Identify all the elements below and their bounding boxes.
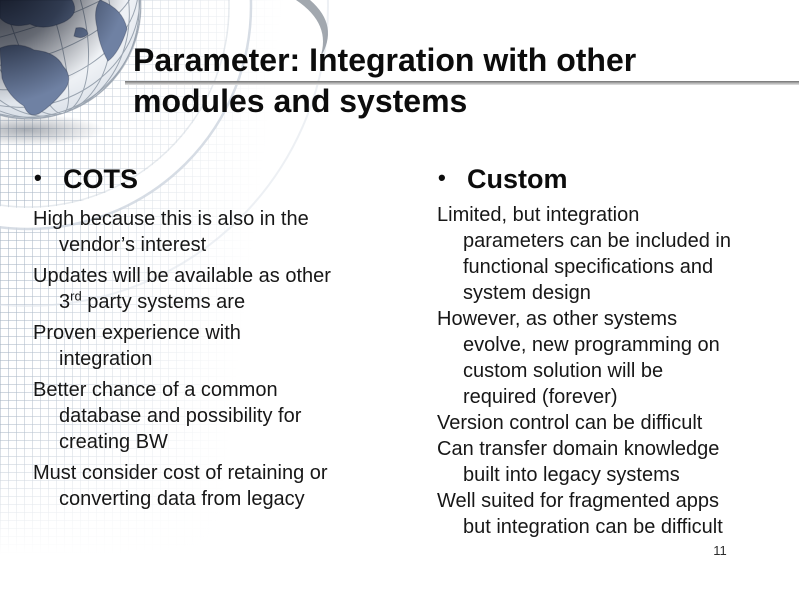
custom-heading: • Custom [437,162,797,196]
ordinal-number: 3 [59,291,71,313]
body-line: Proven experience with [33,322,241,344]
body-line: converting data from legacy [59,488,305,510]
globe-icon [0,0,142,146]
body-line: custom solution will be [463,360,664,382]
custom-paragraph: Well suited for fragmented apps but inte… [437,488,797,540]
body-line: Can transfer domain knowledge [437,438,720,460]
body-line: Version control can be difficult [437,412,703,434]
custom-paragraph: Version control can be difficult [437,410,797,436]
body-line: system design [463,282,591,304]
column-custom: • Custom Limited, but integration parame… [437,162,797,540]
body-line: parameters can be included in [463,230,731,252]
body-line: database and possibility for [59,405,302,427]
page-title: Parameter: Integration with other module… [133,40,788,122]
cots-paragraph: Updates will be available as other 3rd p… [33,263,425,315]
body-line: integration [59,348,153,370]
body-line: Limited, but integration [437,204,640,226]
custom-paragraph: Can transfer domain knowledge built into… [437,436,797,488]
body-line: However, as other systems [437,308,678,330]
body-line: Better chance of a common [33,379,278,401]
title-divider-line [125,81,799,85]
ordinal-superscript: rd [70,288,82,304]
page-title-line2: modules and systems [133,83,468,119]
body-line: High because this is also in the [33,208,309,230]
page-number: 11 [713,543,727,558]
body-line: 3rd party systems are [33,289,425,315]
cots-heading: • COTS [33,162,425,196]
body-line: but integration can be difficult [463,516,723,538]
body-line: evolve, new programming on [463,334,720,356]
cots-heading-label: COTS [63,164,139,194]
body-line: Well suited for fragmented apps [437,490,720,512]
custom-paragraph: However, as other systems evolve, new pr… [437,306,797,410]
body-line: creating BW [59,431,168,453]
body-line-rest: party systems are [81,291,246,313]
cots-paragraph: Must consider cost of retaining or conve… [33,460,425,512]
body-line: functional specifications and [463,256,714,278]
body-line: vendor’s interest [59,234,207,256]
bullet-icon: • [438,165,446,190]
page-title-line1: Parameter: Integration with other [133,42,637,78]
cots-paragraph: Proven experience with integration [33,320,425,372]
custom-paragraph: Limited, but integration parameters can … [437,202,797,306]
column-cots: • COTS High because this is also in the … [33,162,425,517]
cots-paragraph: Better chance of a common database and p… [33,377,425,455]
body-line: Must consider cost of retaining or [33,462,328,484]
swoosh-crescent [296,0,328,58]
custom-heading-label: Custom [467,164,568,194]
cots-paragraph: High because this is also in the vendor’… [33,206,425,258]
body-line: Updates will be available as other [33,265,331,287]
bullet-icon: • [34,165,42,190]
body-line: built into legacy systems [463,464,680,486]
body-line: required (forever) [463,386,618,408]
